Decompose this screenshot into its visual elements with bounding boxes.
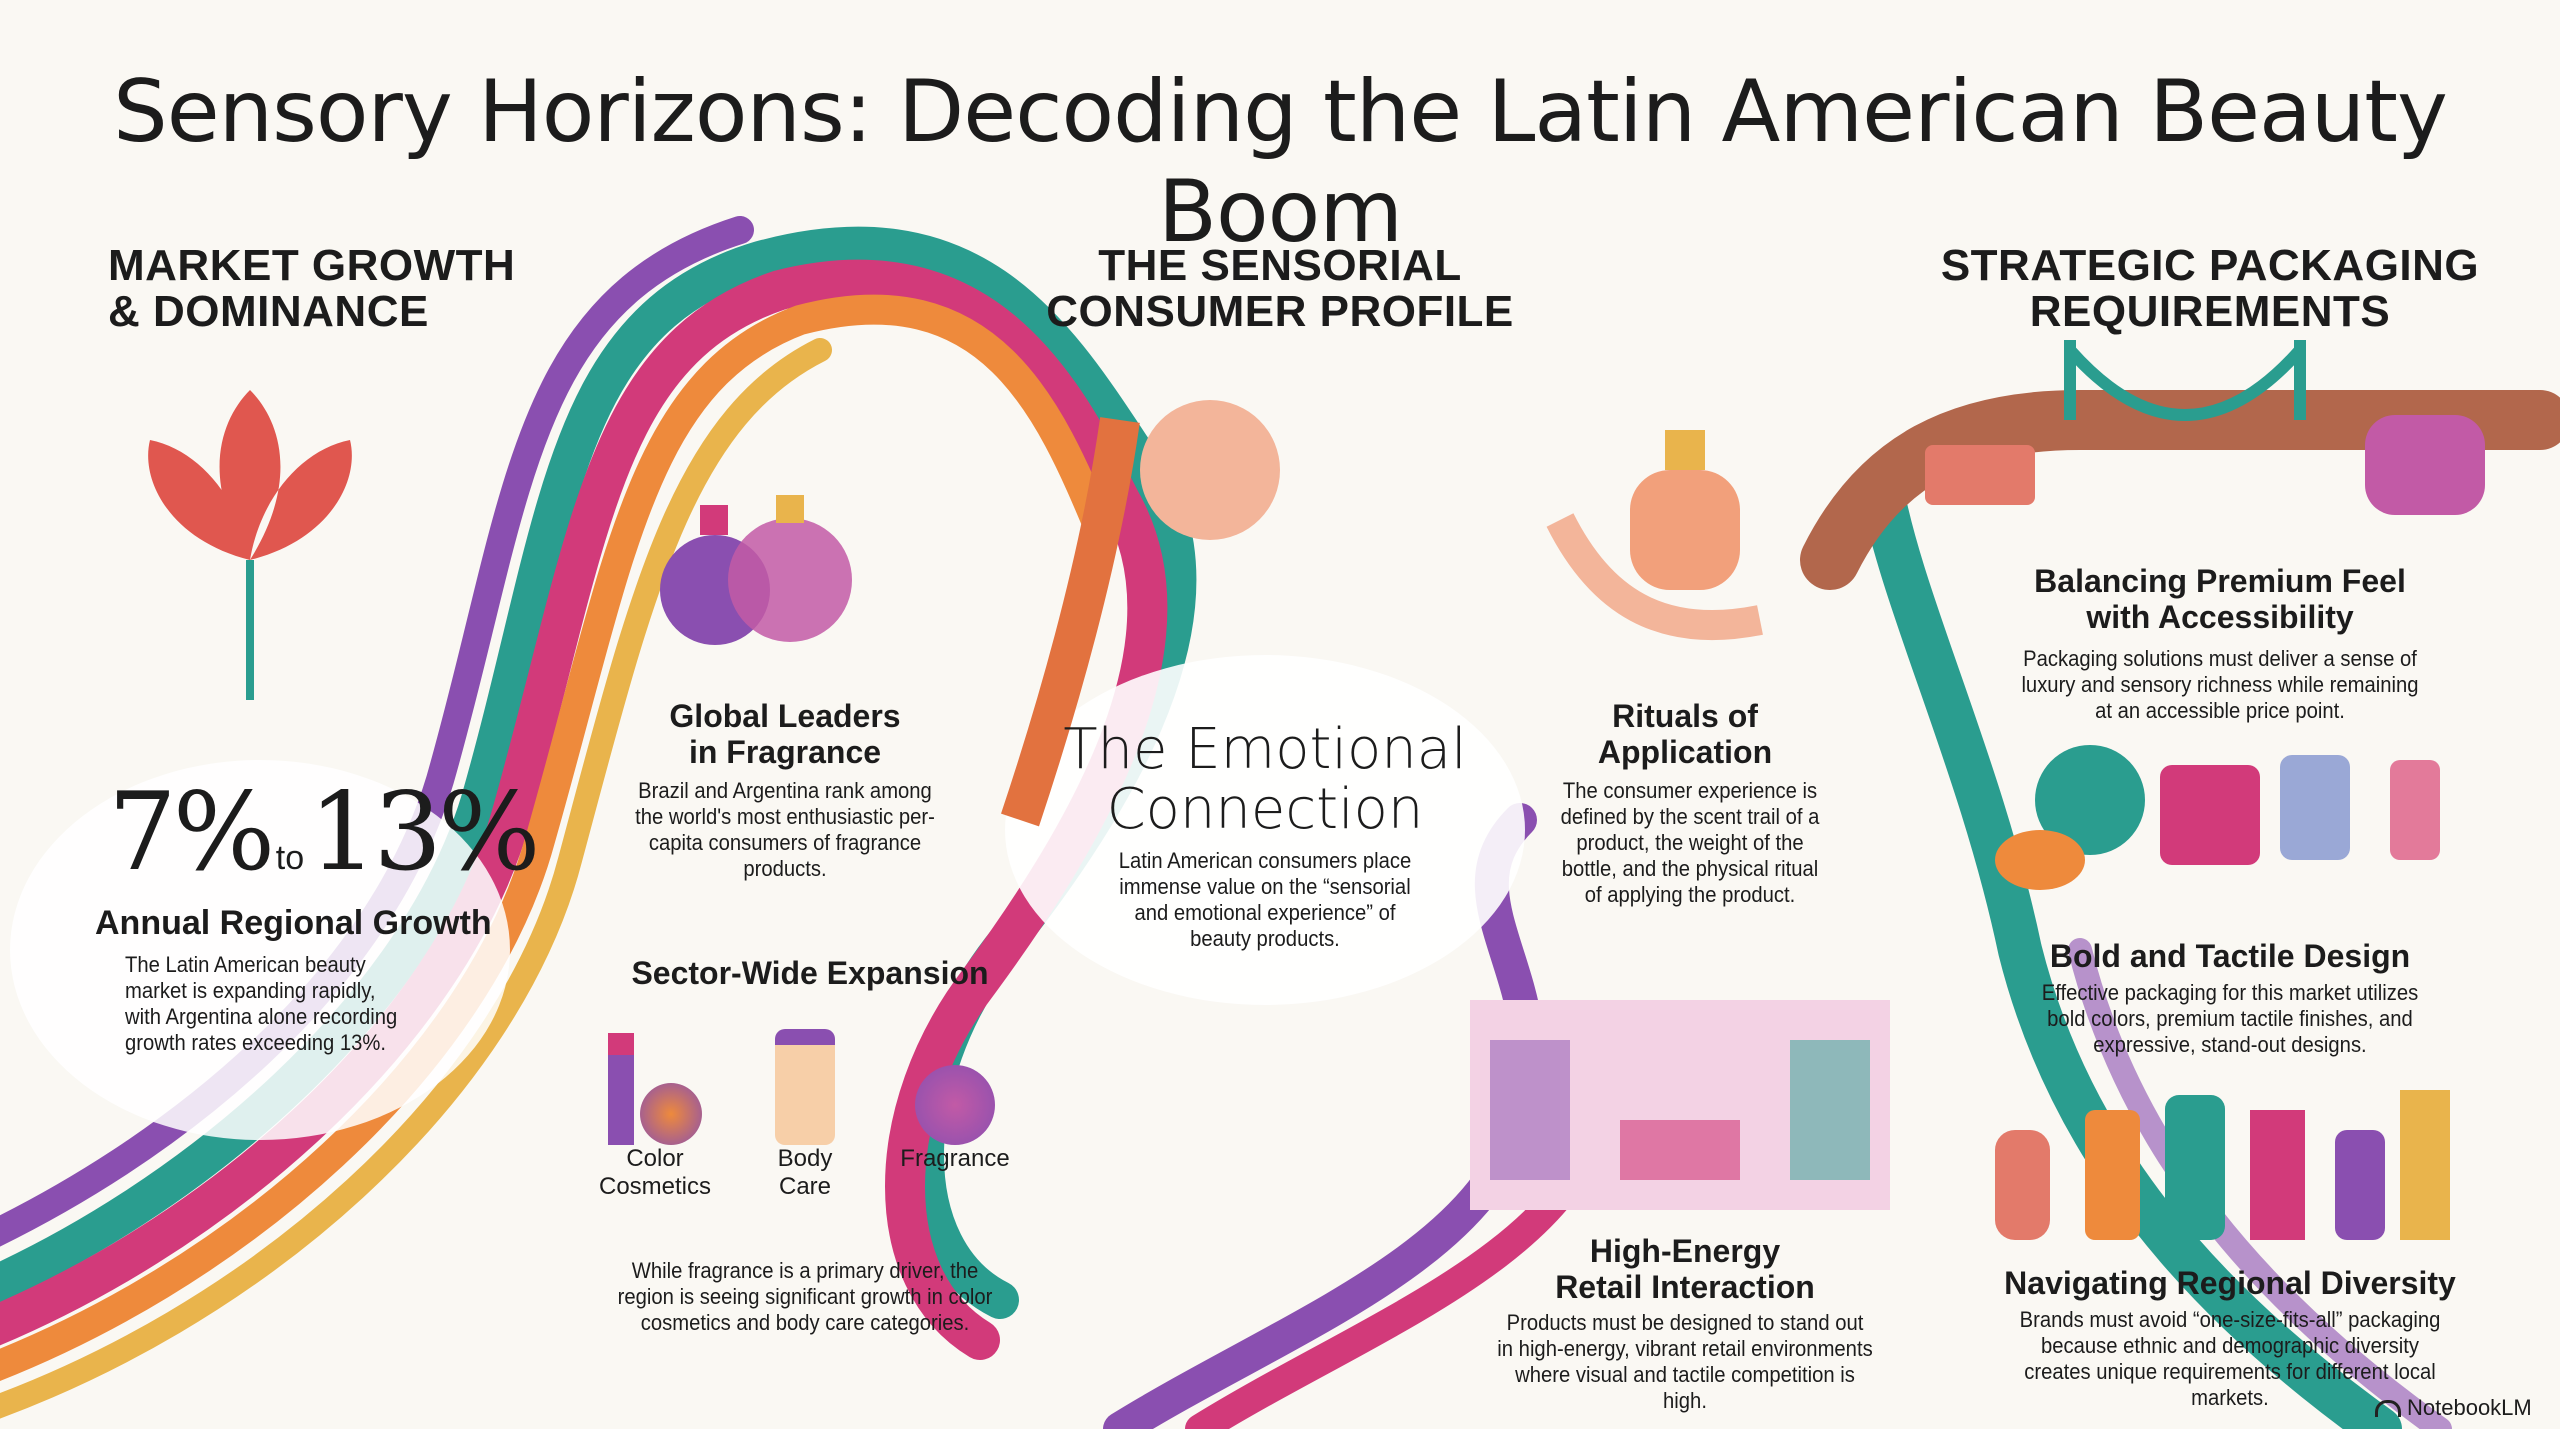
title-line: Rituals of (1612, 698, 1758, 734)
title-line: with Accessibility (2086, 599, 2354, 635)
title-line: in Fragrance (688, 734, 882, 770)
heading-line: THE SENSORIAL (1098, 241, 1462, 290)
heading-line: REQUIREMENTS (2029, 287, 2391, 336)
item-label: Fragrance (900, 1145, 1010, 1172)
bridge-packaging-illustration (1925, 340, 2485, 515)
heading-line: STRATEGIC PACKAGING (1940, 241, 2480, 290)
packaging-jars-illustration (1995, 745, 2440, 890)
item-label: Color (626, 1145, 684, 1172)
sector-title: Sector-Wide Expansion (631, 955, 989, 991)
item-label: Care (778, 1173, 832, 1200)
perfume-atomizer-icon (895, 1015, 1015, 1145)
watermark: NotebookLM (2375, 1395, 2532, 1421)
diversity-body: Brands must avoid “one-size-fits-all” pa… (2019, 1307, 2441, 1410)
bold-body: Effective packaging for this market util… (2041, 980, 2419, 1057)
title-line: Retail Interaction (1555, 1269, 1815, 1305)
title-line: Connection (1106, 777, 1424, 842)
heading-line: CONSUMER PROFILE (1046, 287, 1514, 336)
heading-line: MARKET GROWTH (108, 241, 516, 290)
bold-title: Bold and Tactile Design (2049, 938, 2411, 974)
diversity-title: Navigating Regional Diversity (2004, 1265, 2456, 1301)
notebooklm-logo-icon (2375, 1399, 2401, 1417)
sector-body: While fragrance is a primary driver, the… (617, 1258, 993, 1335)
title-line: Balancing Premium Feel (2034, 563, 2406, 599)
packaging-bottles-illustration (1995, 1090, 2450, 1240)
balance-body: Packaging solutions must deliver a sense… (2021, 646, 2419, 723)
title-line: Application (1597, 734, 1773, 770)
perfume-in-hand-illustration (1546, 430, 1763, 641)
lipstick-compact-icon (595, 1015, 715, 1145)
stat-to: to (275, 839, 305, 877)
sector-item-fragrance: Fragrance (895, 1015, 1015, 1201)
lotion-bottle-icon (745, 1015, 865, 1145)
title-line: Global Leaders (669, 698, 901, 734)
title-line: The Emotional (1063, 717, 1467, 782)
item-label: Body (777, 1145, 833, 1172)
stat-high: 13% (308, 770, 541, 895)
woman-smelling-illustration (1001, 400, 1280, 827)
watermark-text: NotebookLM (2407, 1395, 2532, 1420)
page-title: Sensory Horizons: Decoding the Latin Ame… (113, 62, 2448, 262)
stat-body: The Latin American beauty market is expa… (125, 952, 398, 1055)
rituals-body: The consumer experience is defined by th… (1560, 778, 1820, 907)
heading-line: & DOMINANCE (108, 287, 429, 336)
stat-low: 7% (108, 770, 275, 895)
stat-label: Annual Regional Growth (95, 904, 492, 942)
perfume-bottles-icon (660, 495, 852, 645)
growth-stat: 7% to 13% (108, 770, 541, 895)
title-line: High-Energy (1589, 1233, 1781, 1269)
fragrance-body: Brazil and Argentina rank among the worl… (635, 778, 935, 881)
retail-store-illustration (1470, 1000, 1890, 1210)
item-label: Cosmetics (598, 1173, 712, 1200)
emotional-body: Latin American consumers place immense v… (1118, 848, 1412, 951)
section-heading-market: MARKET GROWTH& DOMINANCE (108, 243, 515, 335)
retail-body: Products must be designed to stand out i… (1497, 1310, 1873, 1413)
lotus-flower-icon (148, 390, 352, 700)
